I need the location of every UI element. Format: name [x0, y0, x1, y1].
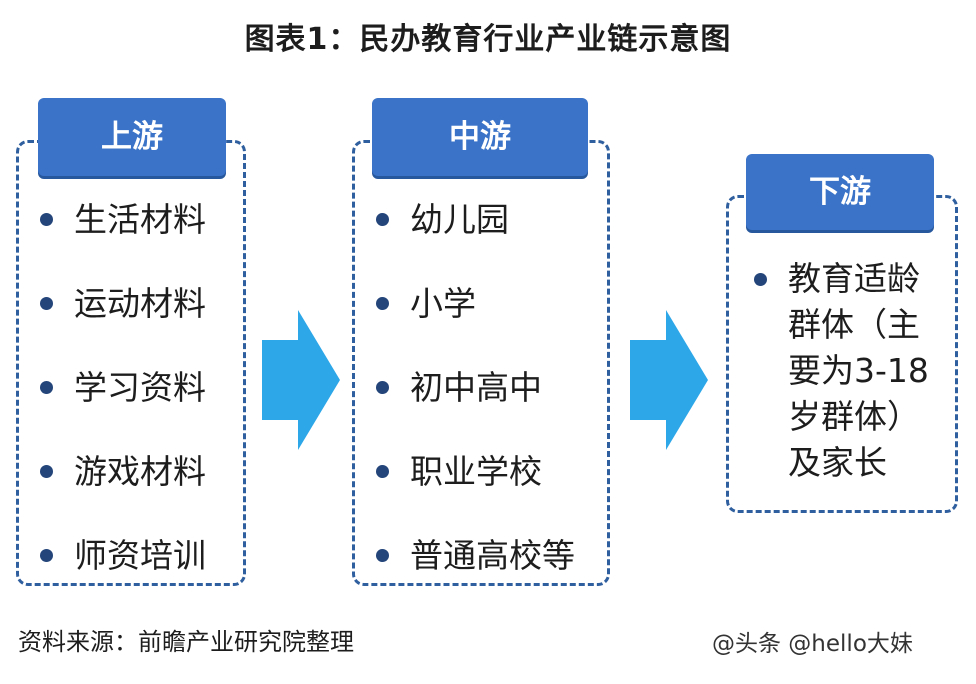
upstream-list: 生活材料 运动材料 学习资料 游戏材料 师资培训 [40, 196, 206, 616]
midstream-header: 中游 [372, 98, 588, 176]
diagram-title: 图表1：民办教育行业产业链示意图 [244, 22, 732, 57]
downstream-header: 下游 [746, 154, 934, 230]
upstream-item-label: 运动材料 [74, 284, 206, 323]
downstream-item-label: 教育适龄群体（主要为3-18岁群体）及家长 [788, 259, 929, 482]
bullet-icon [376, 297, 389, 310]
bullet-icon [40, 213, 53, 226]
upstream-item-label: 游戏材料 [74, 452, 206, 491]
downstream-box [726, 195, 958, 513]
list-item: 小学 [376, 280, 575, 364]
upstream-box [16, 140, 246, 586]
arrow-right-icon [630, 310, 708, 450]
bullet-icon [40, 549, 53, 562]
watermark: @头条 @hello大妹 [712, 631, 913, 657]
source-note: 资料来源：前瞻产业研究院整理 [18, 628, 354, 656]
list-item: 师资培训 [40, 532, 206, 616]
bullet-icon [40, 465, 53, 478]
list-item: 游戏材料 [40, 448, 206, 532]
upstream-item-label: 学习资料 [74, 368, 206, 407]
list-item: 幼儿园 [376, 196, 575, 280]
midstream-item-label: 职业学校 [410, 452, 542, 491]
list-item: 运动材料 [40, 280, 206, 364]
upstream-item-label: 生活材料 [74, 200, 206, 239]
arrow-right-icon [262, 310, 340, 450]
upstream-header: 上游 [38, 98, 226, 176]
list-item: 普通高校等 [376, 532, 575, 616]
midstream-item-label: 初中高中 [410, 368, 542, 407]
midstream-item-label: 幼儿园 [410, 200, 509, 239]
upstream-item-label: 师资培训 [74, 536, 206, 575]
midstream-box [352, 140, 610, 586]
bullet-icon [376, 381, 389, 394]
list-item: 职业学校 [376, 448, 575, 532]
midstream-item-label: 普通高校等 [410, 536, 575, 575]
midstream-list: 幼儿园 小学 初中高中 职业学校 普通高校等 [376, 196, 575, 616]
list-item: 学习资料 [40, 364, 206, 448]
bullet-icon [376, 213, 389, 226]
list-item: 初中高中 [376, 364, 575, 448]
bullet-icon [40, 297, 53, 310]
bullet-icon [376, 465, 389, 478]
list-item: 教育适龄群体（主要为3-18岁群体）及家长 [754, 256, 950, 486]
bullet-icon [754, 273, 767, 286]
midstream-item-label: 小学 [410, 284, 476, 323]
list-item: 生活材料 [40, 196, 206, 280]
bullet-icon [40, 381, 53, 394]
bullet-icon [376, 549, 389, 562]
